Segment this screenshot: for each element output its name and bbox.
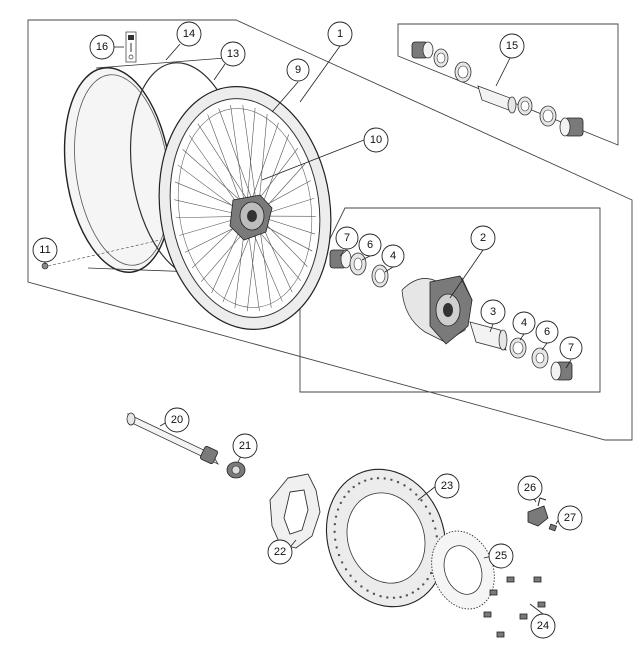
callout-11: 11 bbox=[32, 237, 58, 263]
bearing-kit-parts bbox=[411, 41, 584, 137]
svg-text:16: 16 bbox=[96, 41, 108, 53]
svg-text:22: 22 bbox=[274, 546, 286, 558]
svg-text:1: 1 bbox=[337, 28, 343, 40]
callout-24: 24 bbox=[530, 613, 556, 639]
svg-text:25: 25 bbox=[495, 550, 507, 562]
callout-13: 13 bbox=[220, 41, 246, 67]
svg-text:11: 11 bbox=[39, 244, 50, 256]
wheel-speed-sensor bbox=[527, 497, 549, 527]
abs-sensor-ring bbox=[431, 530, 495, 610]
callout-26: 26 bbox=[517, 475, 543, 501]
svg-text:27: 27 bbox=[564, 512, 576, 524]
callout-27: 27 bbox=[557, 505, 583, 531]
disc-carrier-ring bbox=[269, 473, 321, 549]
callout-10: 10 bbox=[363, 127, 389, 153]
svg-text:20: 20 bbox=[171, 414, 183, 426]
wheel-hub bbox=[229, 194, 273, 241]
svg-text:23: 23 bbox=[441, 480, 453, 492]
callout-9: 9 bbox=[286, 58, 310, 82]
svg-text:6: 6 bbox=[367, 239, 373, 251]
callout-14: 14 bbox=[176, 21, 202, 47]
svg-text:2: 2 bbox=[480, 232, 486, 244]
callout-6-left: 6 bbox=[358, 233, 382, 257]
callout-4-left: 4 bbox=[381, 244, 405, 268]
axle-nut bbox=[226, 461, 246, 479]
callout-21: 21 bbox=[232, 433, 258, 459]
svg-text:9: 9 bbox=[295, 64, 301, 76]
callout-6-right: 6 bbox=[535, 320, 559, 344]
svg-text:15: 15 bbox=[506, 40, 518, 52]
svg-text:10: 10 bbox=[370, 134, 382, 146]
callout-15: 15 bbox=[499, 33, 525, 59]
callouts: 1 2 3 4 4 6 6 7 7 9 10 11 13 14 15 16 20… bbox=[32, 21, 583, 639]
callout-25: 25 bbox=[488, 543, 514, 569]
svg-text:7: 7 bbox=[568, 342, 574, 354]
axle bbox=[126, 412, 220, 465]
callout-22: 22 bbox=[267, 539, 293, 565]
hub-assembly-parts bbox=[329, 249, 573, 381]
callout-7-left: 7 bbox=[335, 226, 359, 250]
svg-text:14: 14 bbox=[183, 28, 195, 40]
svg-text:24: 24 bbox=[537, 620, 549, 632]
svg-text:3: 3 bbox=[490, 306, 496, 318]
bearing-kit-panel bbox=[397, 23, 619, 146]
svg-text:26: 26 bbox=[524, 482, 536, 494]
callout-4-right: 4 bbox=[512, 311, 536, 335]
sensor-screw bbox=[548, 523, 558, 532]
valve bbox=[41, 239, 161, 270]
svg-text:6: 6 bbox=[544, 326, 550, 338]
svg-text:4: 4 bbox=[390, 250, 396, 262]
callout-7-right: 7 bbox=[559, 336, 583, 360]
rim-marker-icon bbox=[125, 31, 137, 63]
disc-screws bbox=[483, 576, 546, 638]
callout-3: 3 bbox=[480, 299, 506, 325]
callout-2: 2 bbox=[470, 225, 496, 251]
callout-1: 1 bbox=[327, 21, 353, 47]
svg-text:7: 7 bbox=[344, 232, 350, 244]
callout-20: 20 bbox=[164, 407, 190, 433]
callout-16: 16 bbox=[89, 34, 115, 60]
svg-text:13: 13 bbox=[227, 48, 239, 60]
svg-text:4: 4 bbox=[521, 317, 527, 329]
callout-23: 23 bbox=[434, 473, 460, 499]
svg-text:21: 21 bbox=[239, 440, 251, 452]
wheel-assembly-panel bbox=[27, 19, 633, 441]
